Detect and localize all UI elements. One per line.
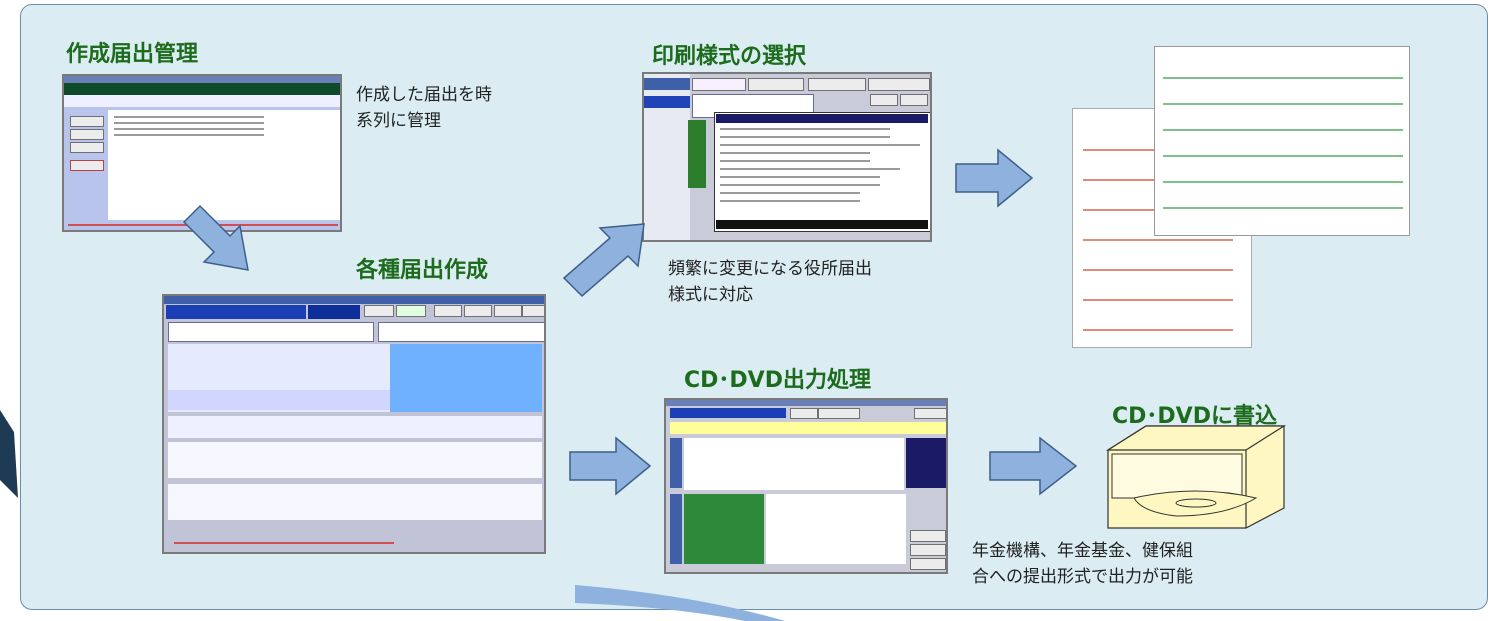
heading-creation: 各種届出作成: [356, 258, 489, 283]
cd-process-screenshot: [664, 398, 948, 574]
arrow-up-right-icon: [562, 223, 645, 298]
creation-screenshot: [162, 294, 546, 554]
heading-cd-process: CD･DVD出力処理: [684, 368, 871, 393]
form-sheet-front: [1154, 46, 1410, 236]
print-select-screenshot: [642, 72, 932, 242]
arrow-right-icon: [569, 436, 652, 496]
heading-cd-write: CD･DVDに書込: [1112, 404, 1277, 429]
left-edge-marker-icon: [0, 410, 18, 498]
heading-management: 作成届出管理: [66, 42, 199, 67]
arrow-right-icon: [989, 436, 1078, 496]
caption-print-select: 頻繁に変更になる役所届出 様式に対応: [668, 259, 872, 305]
curved-arrow-icon: [575, 585, 785, 621]
heading-print-select: 印刷様式の選択: [652, 44, 807, 69]
arrow-down-right-icon: [182, 204, 249, 271]
caption-management: 作成した届出を時 系列に管理: [356, 85, 492, 131]
arrow-right-icon: [955, 148, 1034, 208]
dvd-drive-icon: [1106, 425, 1286, 529]
caption-cd-write: 年金機構、年金基金、健保組 合への提出形式で出力が可能: [972, 541, 1193, 587]
